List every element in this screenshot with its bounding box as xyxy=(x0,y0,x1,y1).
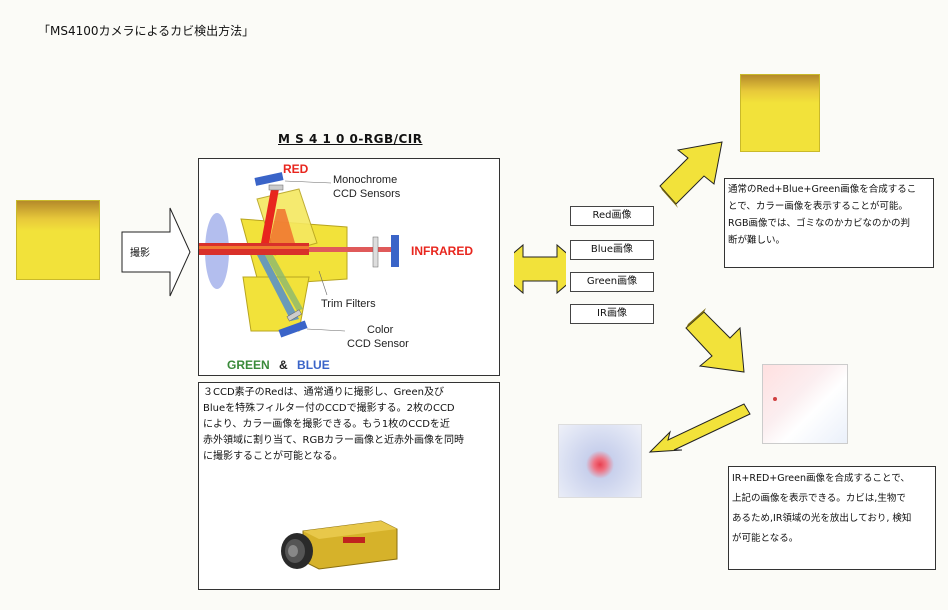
rgb-result-arrow xyxy=(659,141,723,208)
blue-label: BLUE xyxy=(297,358,330,372)
svg-text:GREEN & BLUE: GREEN & BLUE xyxy=(227,358,330,372)
channel-green-image: Green画像 xyxy=(570,272,654,292)
monochrome-label: Monochrome xyxy=(333,174,397,186)
color-ccd-sensor-label: CCD Sensor xyxy=(347,338,409,350)
source-sample-image xyxy=(16,200,100,280)
trim-filter-2 xyxy=(372,236,379,268)
camera-schematic-frame: RED Monochrome CCD Sensors INFRARED Trim… xyxy=(198,158,500,376)
ir-result-arrow xyxy=(685,308,745,373)
channel-blue-image: Blue画像 xyxy=(570,240,654,260)
ir-composite-image xyxy=(762,364,848,444)
green-blue-beam xyxy=(257,255,299,321)
trim-filter-3 xyxy=(286,309,302,322)
rgb-caption-box: 通常のRed+Blue+Green画像を合成するこ とで、カラー画像を表示するこ… xyxy=(724,178,934,268)
capture-label: 撮影 xyxy=(130,248,150,259)
green-label: GREEN xyxy=(227,358,270,372)
rgb-result-image xyxy=(740,74,820,152)
trim-filter-1 xyxy=(268,184,284,191)
camera-model-label: M S 4 1 0 0-RGB/CIR xyxy=(278,132,423,146)
page-title: 「MS4100カメラによるカビ検出方法」 xyxy=(38,24,255,38)
camera-schematic: RED Monochrome CCD Sensors INFRARED Trim… xyxy=(199,162,473,372)
description-box: ３CCD素子のRedは、通常通りに撮影し、Green及び Blueを特殊フィルタ… xyxy=(198,382,500,590)
red-ccd-sensor xyxy=(254,172,284,186)
ir-caption-box: IR+RED+Green画像を合成することで、 上記の画像を表示できる。カビは,… xyxy=(728,466,936,570)
ccd-sensors-label: CCD Sensors xyxy=(333,188,401,200)
amp-label: & xyxy=(279,358,288,372)
color-label: Color xyxy=(367,324,394,336)
red-beam xyxy=(261,189,279,243)
infrared-ccd-sensor xyxy=(391,235,399,267)
red-label: RED xyxy=(283,162,309,176)
capture-arrow xyxy=(121,207,191,297)
detail-arrow xyxy=(648,403,751,453)
channel-red-image: Red画像 xyxy=(570,206,654,226)
mold-detail-image xyxy=(558,424,642,498)
channel-split-arrow xyxy=(514,243,566,295)
trim-filters-label: Trim Filters xyxy=(321,298,376,310)
infrared-label: INFRARED xyxy=(411,244,473,258)
infrared-beam xyxy=(309,247,391,252)
color-ccd-sensor xyxy=(278,320,308,338)
description-text: ３CCD素子のRedは、通常通りに撮影し、Green及び Blueを特殊フィルタ… xyxy=(203,387,465,462)
channel-ir-image: IR画像 xyxy=(570,304,654,324)
camera-product-icon xyxy=(281,520,398,570)
